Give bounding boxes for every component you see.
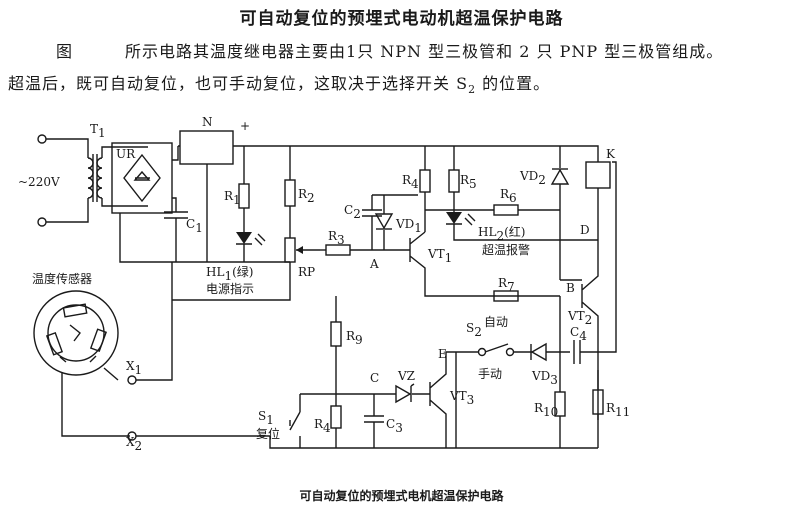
positive-rail-label: + bbox=[240, 119, 250, 133]
transformer-t1: T1 bbox=[87, 122, 148, 207]
temp-sensor-label: 温度传感器 bbox=[32, 271, 92, 286]
relay-k: K D bbox=[560, 145, 617, 353]
hl1-label: HL1(绿) bbox=[206, 264, 253, 283]
s1-label: S1 bbox=[258, 409, 274, 427]
transistor-vt3: VT3 bbox=[429, 351, 474, 436]
ground-rail-bottom bbox=[269, 436, 598, 449]
potentiometer-rp: RP bbox=[172, 237, 320, 301]
r2-label: R2 bbox=[298, 187, 315, 205]
resistor-r7: R7 B bbox=[493, 276, 582, 302]
page-title: 可自动复位的预埋式电动机超温保护电路 bbox=[239, 9, 564, 29]
vt1-label: VT1 bbox=[427, 247, 452, 265]
node-c-label: C bbox=[370, 371, 379, 385]
r7-label: R7 bbox=[498, 276, 515, 294]
diode-vd1: VD1 bbox=[374, 195, 422, 250]
manual-label: 手动 bbox=[478, 367, 502, 381]
resistor-r4: R4 bbox=[402, 146, 431, 232]
c3-label: C3 bbox=[386, 417, 403, 435]
capacitor-c1: C1 bbox=[164, 197, 203, 262]
node-d-label: D bbox=[580, 223, 590, 237]
r9-label: R9 bbox=[346, 329, 363, 347]
resistor-r11: R11 bbox=[592, 370, 630, 448]
resistor-r5: R5 bbox=[448, 146, 477, 212]
vz-label: VZ bbox=[397, 369, 415, 383]
capacitor-c4: C4 bbox=[570, 325, 587, 364]
transistor-vt2: VT2 bbox=[567, 240, 599, 420]
r4-label: R4 bbox=[402, 173, 419, 191]
led-hl2: HL2(红) 超温报警 bbox=[446, 212, 560, 257]
vd1-label: VD1 bbox=[395, 217, 422, 235]
auto-label: 自动 bbox=[484, 315, 508, 329]
r1-label: R1 bbox=[224, 189, 241, 207]
resistor-r8: R4 bbox=[314, 394, 342, 448]
r11-label: R11 bbox=[606, 401, 630, 419]
reset-label: 复位 bbox=[256, 426, 280, 441]
zener-vz: VZ C bbox=[370, 369, 430, 404]
hl2-label: HL2(红) bbox=[478, 224, 525, 243]
x1-label: X1 bbox=[126, 359, 142, 377]
diode-vd2: VD2 bbox=[519, 146, 570, 280]
paragraph-line-1: 图 所示电路其温度继电器主要由1只 NPN 型三极管和 2 只 PNP 型三极管组… bbox=[56, 38, 723, 62]
node-b-label: B bbox=[566, 281, 575, 295]
vd2-label: VD2 bbox=[519, 169, 546, 187]
figure-word: 图 bbox=[56, 42, 74, 61]
resistor-r2: R2 bbox=[284, 146, 315, 238]
c2-label: C2 bbox=[344, 203, 361, 221]
transformer-label: T1 bbox=[90, 122, 106, 140]
resistor-r9: R9 bbox=[330, 296, 363, 394]
resistor-r3: R3 A bbox=[320, 229, 410, 271]
bridge-rectifier-ur: UR bbox=[111, 142, 179, 214]
overtemp-alarm-label: 超温报警 bbox=[482, 242, 530, 257]
node-e-label: E bbox=[438, 347, 447, 361]
terminal-x1: X1 bbox=[126, 359, 142, 385]
r3-label: R3 bbox=[328, 229, 345, 247]
capacitor-c3: C3 bbox=[364, 394, 403, 448]
c4-label: C4 bbox=[570, 325, 587, 343]
power-indicator-label: 电源指示 bbox=[206, 281, 254, 296]
vt3-ground-link bbox=[445, 436, 457, 448]
r6-label: R6 bbox=[500, 187, 517, 205]
c1-label: C1 bbox=[186, 217, 203, 235]
vt2-label: VT2 bbox=[567, 309, 592, 327]
temperature-sensor: 温度传感器 bbox=[32, 271, 130, 437]
relay-k-label: K bbox=[606, 147, 616, 161]
vt3-label: VT3 bbox=[449, 389, 474, 407]
s2-label: S2 bbox=[466, 321, 482, 339]
resistor-r1: R1 bbox=[224, 146, 250, 232]
supply-label: ~220V bbox=[18, 175, 60, 189]
sensor-wire-x1 bbox=[136, 262, 173, 381]
rp-label: RP bbox=[298, 265, 315, 279]
regulator-label: N bbox=[202, 115, 213, 129]
r8-label: R4 bbox=[314, 417, 331, 435]
node-a-label: A bbox=[369, 257, 379, 271]
r5-label: R5 bbox=[460, 173, 477, 191]
figure-caption: 可自动复位的预埋式电机超温保护电路 bbox=[299, 489, 504, 503]
paragraph-line-2-text: 超温后，既可自动复位，也可手动复位，这取决于选择开关 S bbox=[8, 74, 469, 93]
diode-vd3: VD3 bbox=[514, 342, 570, 387]
paragraph-line-2: 超温后，既可自动复位，也可手动复位，这取决于选择开关 S2 的位置。 bbox=[8, 70, 550, 96]
switch-s2: S2 自动 手动 E bbox=[438, 315, 515, 381]
ground-rail-upper bbox=[119, 213, 290, 263]
terminal-x2: X2 bbox=[126, 431, 270, 453]
vd3-label: VD3 bbox=[531, 369, 558, 387]
transistor-vt1: VT1 bbox=[409, 231, 560, 297]
paragraph-line-2-subscript: 2 bbox=[468, 83, 477, 97]
r10-label: R10 bbox=[534, 401, 558, 419]
capacitor-c2: C2 bbox=[344, 194, 418, 250]
mains-input: ~220V bbox=[18, 134, 89, 227]
resistor-r6: R6 bbox=[425, 187, 560, 216]
regulator-n: N + bbox=[178, 115, 570, 262]
resistor-r10: R10 bbox=[534, 296, 566, 448]
paragraph-line-2-suffix: 的位置。 bbox=[476, 74, 551, 93]
x2-label: X2 bbox=[126, 435, 142, 453]
switch-s1: S1 复位 bbox=[256, 393, 376, 448]
rectifier-label: UR bbox=[116, 147, 136, 161]
paragraph-line-1-body: 所示电路其温度继电器主要由1只 NPN 型三极管和 2 只 PNP 型三极管组成… bbox=[125, 42, 724, 61]
led-hl1: HL1(绿) 电源指示 bbox=[206, 232, 266, 296]
